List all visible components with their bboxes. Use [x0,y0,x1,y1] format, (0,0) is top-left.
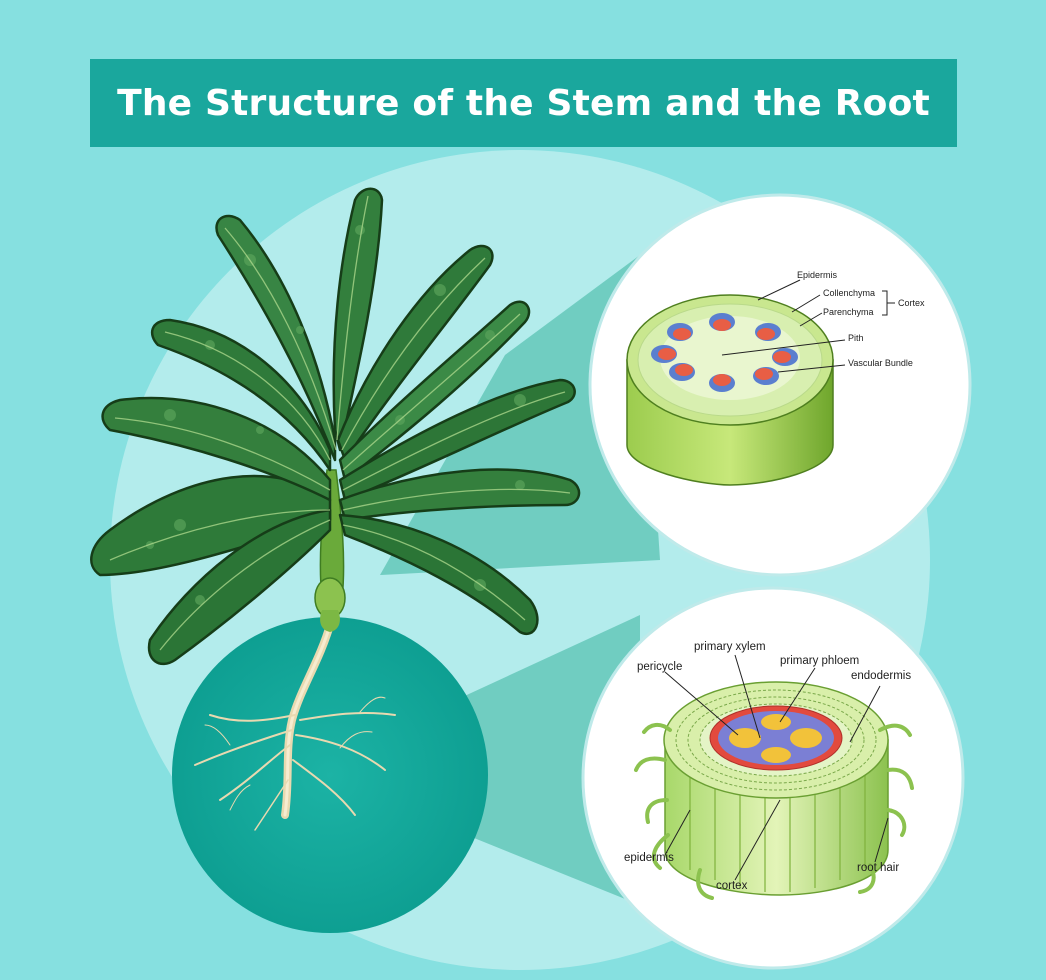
page-title: The Structure of the Stem and the Root [117,82,930,124]
root-zone-circle [172,617,488,933]
root-label-primary-phloem: primary phloem [780,655,860,667]
stem-label-vascular-bundle: Vascular Bundle [848,358,913,368]
stem-label-parenchyma: Parenchyma [823,307,874,317]
root-label-pericycle: pericycle [637,661,683,673]
root-label-primary-xylem: primary xylem [694,641,766,653]
stem-leader-lines [721,279,895,373]
stem-label-epidermis: Epidermis [797,270,838,280]
leaf-veins [109,195,571,651]
root-cross-section-icon [634,681,914,900]
stem-label-cortex: Cortex [898,298,925,308]
root-label-root-hair: root hair [857,862,900,874]
stem-label-collenchyma: Collenchyma [823,288,876,298]
title-banner: The Structure of the Stem and the Root [90,59,957,147]
root-hairs [634,723,914,900]
root-label-epidermis: epidermis [624,852,674,864]
vascular-bundles [651,313,798,392]
root-label-cortex: cortex [716,880,748,892]
root-leader-lines [664,654,889,881]
stem-label-pith: Pith [848,333,864,343]
stem-cross-section-icon [626,294,834,486]
plant-roots [194,621,396,831]
root-label-endodermis: endodermis [851,670,912,682]
root-zoom-beam [380,615,640,905]
